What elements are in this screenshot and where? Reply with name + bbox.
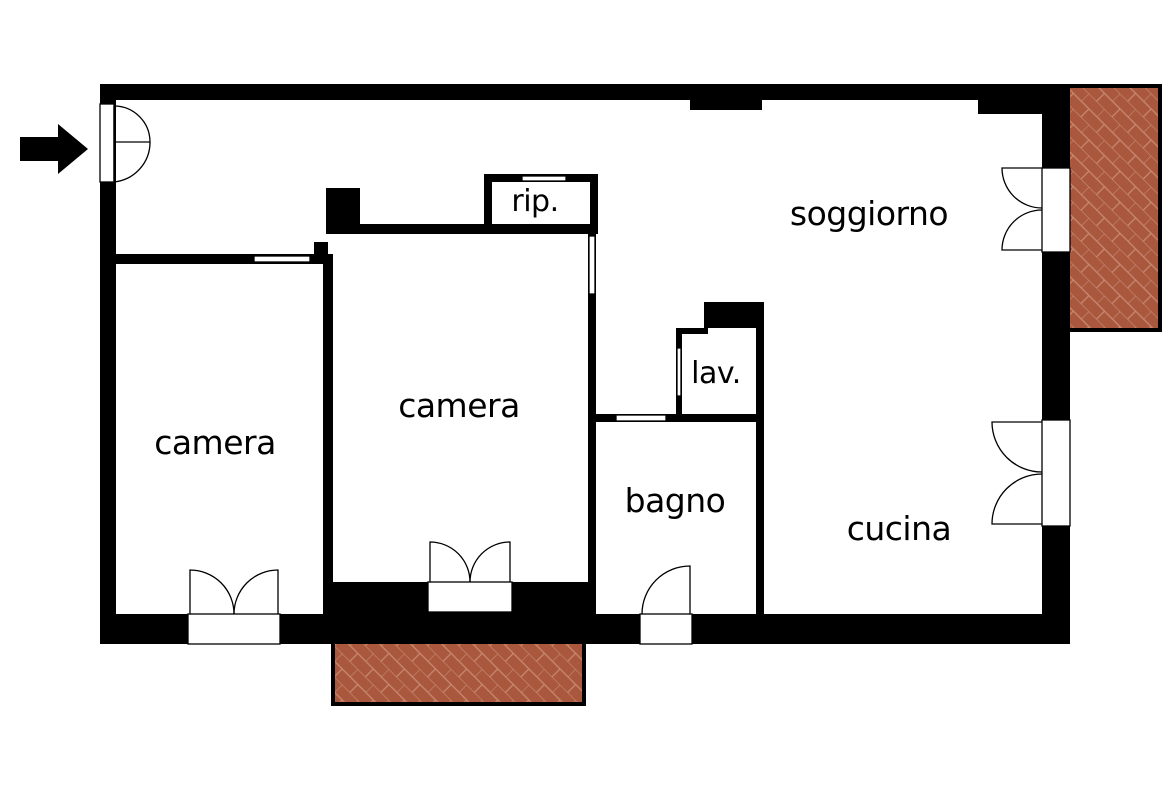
- room-label-ripostiglio: rip.: [511, 184, 558, 219]
- arrow-right-icon: [20, 124, 88, 174]
- exterior-walls: [100, 84, 1070, 644]
- openings: [99, 103, 1071, 645]
- balcony-right: [1066, 84, 1162, 332]
- room-label-lavanderia: lav.: [691, 356, 741, 391]
- door-rip: [521, 175, 567, 182]
- room-label-cucina: cucina: [847, 509, 952, 548]
- window-camera-left-bottom: [187, 613, 281, 645]
- window-bagno-bottom: [639, 613, 693, 645]
- door-swings: [113, 105, 1043, 615]
- interior-walls: [112, 174, 764, 614]
- entrance-door-frame: [99, 103, 115, 183]
- window-cucina-right: [1041, 419, 1071, 527]
- door-camera-left: [253, 255, 311, 263]
- door-camera-center: [588, 235, 596, 295]
- room-label-soggiorno: soggiorno: [790, 194, 948, 233]
- window-soggiorno-right: [1041, 167, 1071, 253]
- door-bagno: [615, 414, 667, 422]
- door-lav: [676, 347, 682, 397]
- room-label-bagno: bagno: [625, 481, 726, 520]
- room-label-camera-left: camera: [154, 423, 276, 462]
- window-camera-center-bottom: [427, 581, 513, 613]
- room-label-camera-center: camera: [398, 386, 520, 425]
